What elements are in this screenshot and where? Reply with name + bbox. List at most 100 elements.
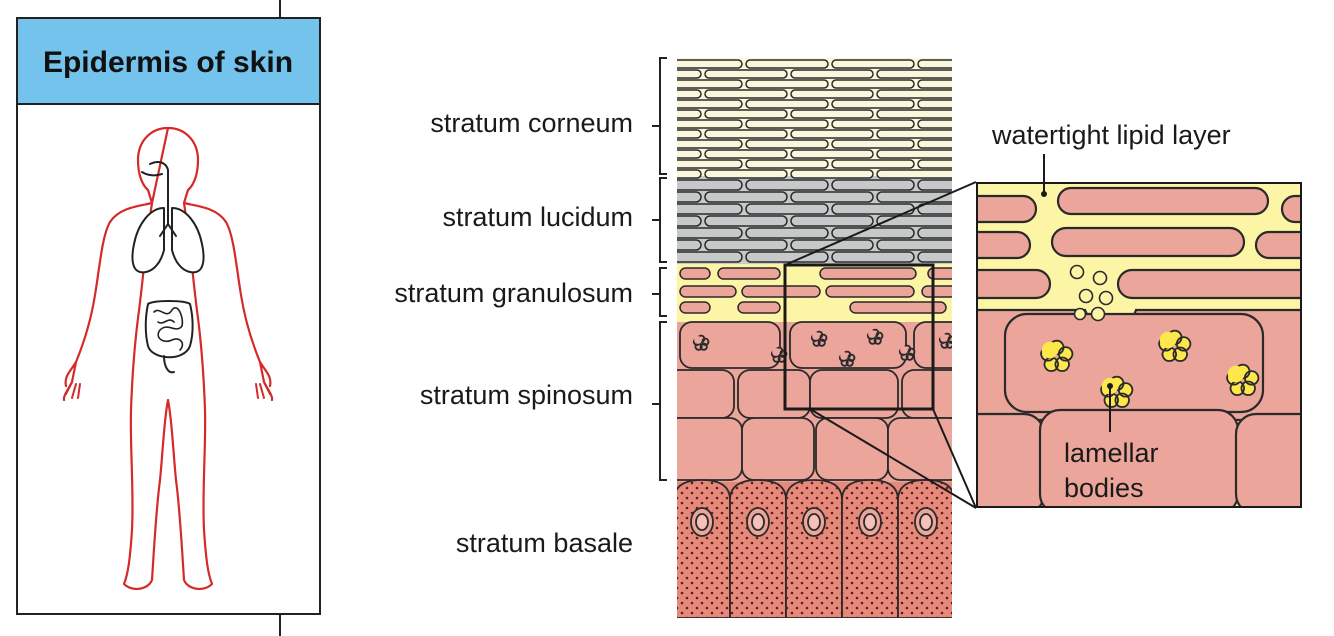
lucidum-cell: [831, 179, 915, 191]
basale-nucleolus: [863, 513, 877, 531]
lucidum-cell: [704, 239, 788, 251]
granulosum-cell: [717, 267, 781, 280]
callouts: watertight lipid layer lamellar bodies: [991, 120, 1231, 503]
lucidum-cell: [677, 191, 702, 203]
lucidum-cell: [876, 191, 952, 203]
label-stratum-lucidum: stratum lucidum: [442, 202, 633, 232]
corneum-cell: [704, 89, 788, 99]
basale-nucleus: [971, 508, 993, 536]
corneum-cell: [831, 139, 915, 149]
layer-brackets: [652, 57, 667, 481]
granulosum-cell: [741, 285, 821, 298]
basale-cell-texture: [842, 480, 898, 618]
zoom-connectors: [783, 181, 977, 509]
lamellar-body: [694, 336, 702, 344]
lucidum-cell: [677, 251, 743, 263]
lucidum-cell: [917, 251, 952, 263]
lucidum-cell: [745, 203, 829, 215]
spinosum-cell: [677, 417, 743, 481]
corneum-cell: [677, 149, 702, 159]
corneum-cell: [677, 79, 743, 89]
corneum-cell: [677, 109, 702, 119]
lucidum-cell: [876, 215, 952, 227]
corneum-cell: [677, 69, 702, 79]
layer-labels: stratum corneum stratum lucidum stratum …: [394, 108, 633, 558]
corneum-cell: [790, 149, 874, 159]
lucidum-cell: [677, 203, 743, 215]
corneum-cell: [745, 119, 829, 129]
granulosum-cell: [849, 301, 947, 314]
lamellar-body: [900, 346, 908, 354]
spinosum-cell: [913, 321, 952, 369]
spinosum-cell: [679, 321, 781, 369]
corneum-cell: [704, 109, 788, 119]
lamellar-body: [1159, 331, 1177, 349]
corneum-cell: [745, 79, 829, 89]
corneum-cell: [745, 139, 829, 149]
magnified-inset: [976, 182, 1302, 508]
body-panel: Epidermis of skin: [16, 0, 321, 636]
corneum-cell: [790, 69, 874, 79]
lucidum-cell: [745, 227, 829, 239]
corneum-cell: [790, 109, 874, 119]
corneum-cell: [917, 139, 952, 149]
corneum-cell: [790, 169, 874, 179]
granulosum-cell: [679, 301, 711, 314]
corneum-cell: [831, 99, 915, 109]
corneum-cell: [876, 149, 952, 159]
spinosum-cell: [737, 369, 811, 419]
callout-lipid-layer: watertight lipid layer: [991, 120, 1231, 150]
lucidum-cell: [677, 215, 702, 227]
corneum-cell: [963, 110, 1045, 118]
corneum-cell: [704, 149, 788, 159]
lucidum-cell: [917, 179, 952, 191]
label-stratum-spinosum: stratum spinosum: [420, 380, 633, 410]
corneum-cell: [876, 169, 952, 179]
lucidum-cell: [677, 179, 743, 191]
corneum-cell: [745, 159, 829, 169]
granulosum-cell: [825, 285, 915, 298]
corneum-cell: [876, 129, 952, 139]
corneum-cell: [677, 169, 702, 179]
corneum-cell: [917, 99, 952, 109]
corneum-cell: [677, 89, 702, 99]
lamellar-body: [772, 348, 780, 356]
lamellar-body: [868, 330, 876, 338]
corneum-cell: [704, 129, 788, 139]
corneum-cell: [677, 159, 743, 169]
corneum-cell: [831, 59, 915, 69]
basale-cell-texture: [677, 480, 730, 618]
panel-title: Epidermis of skin: [43, 46, 293, 79]
corneum-cell: [745, 59, 829, 69]
lucidum-cell: [745, 179, 829, 191]
corneum-cell: [704, 69, 788, 79]
granulosum-cell: [737, 301, 781, 314]
corneum-cell: [677, 119, 743, 129]
title-banner: [16, 17, 321, 105]
corneum-cell: [790, 89, 874, 99]
lucidum-cell: [745, 251, 829, 263]
lucidum-cell: [831, 203, 915, 215]
corneum-cell: [917, 59, 952, 69]
corneum-cell: [677, 99, 743, 109]
corneum-cell: [963, 150, 1045, 158]
corneum-cell: [876, 109, 952, 119]
corneum-cell: [876, 69, 952, 79]
human-figure-icon: [62, 126, 274, 590]
basale-cell-texture: [730, 480, 786, 618]
corneum-cell: [677, 59, 743, 69]
lucidum-cell: [917, 203, 952, 215]
basale-nucleolus: [695, 513, 709, 531]
corneum-cell: [790, 129, 874, 139]
corneum-cell: [704, 169, 788, 179]
corneum-cell: [917, 79, 952, 89]
lamellar-body: [1227, 365, 1245, 383]
basale-nucleolus: [919, 513, 933, 531]
lucidum-cell: [917, 227, 952, 239]
corneum-cell: [917, 159, 952, 169]
basale-nucleolus: [807, 513, 821, 531]
corneum-cell: [917, 119, 952, 129]
lucidum-cell: [704, 215, 788, 227]
lucidum-cell: [790, 215, 874, 227]
lucidum-cell: [677, 227, 743, 239]
